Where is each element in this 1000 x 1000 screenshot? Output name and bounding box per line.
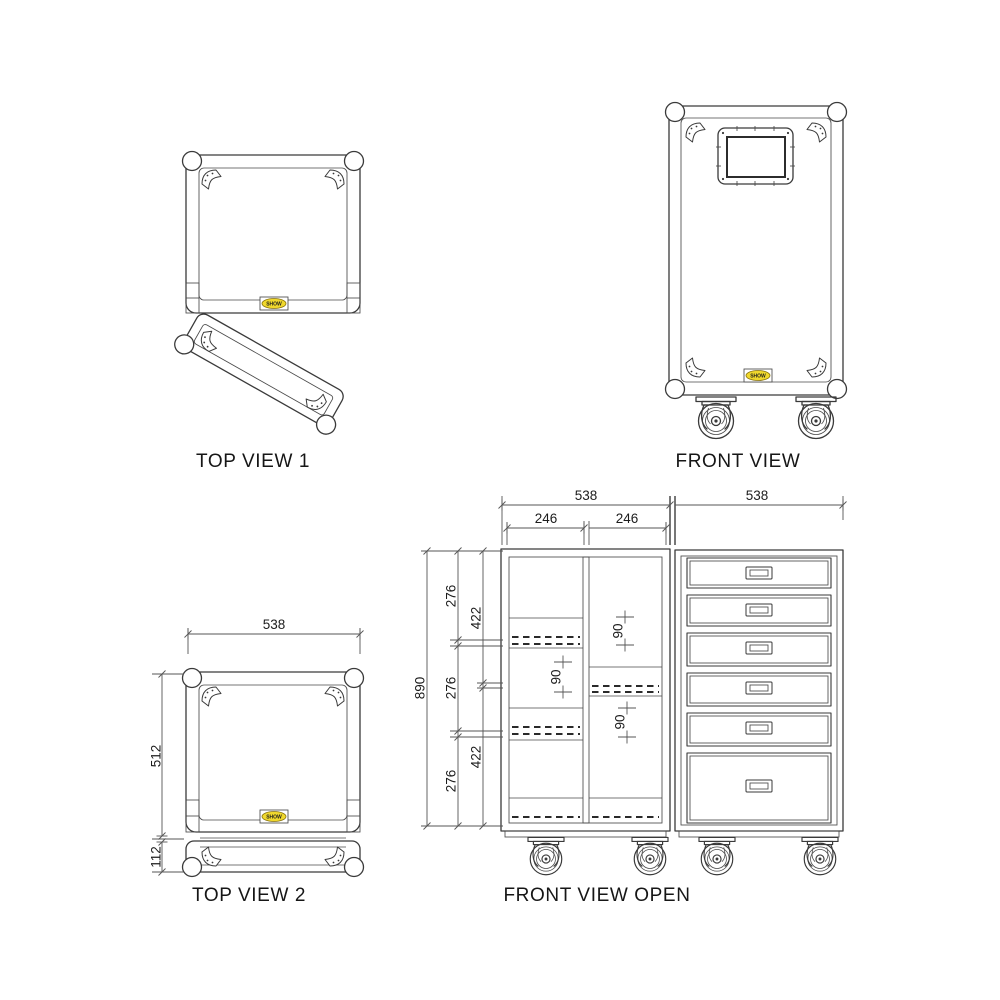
dim-538-left: 538 [575,488,598,503]
drawer-handle [745,721,773,735]
caster-wheel [698,836,736,876]
drawer-handle [745,779,773,793]
dim-276-top: 276 [444,585,459,608]
base-strip [504,830,667,838]
top-view-2: 538 [149,617,365,906]
caster-wheel [695,396,737,440]
ball-corner [343,667,365,689]
view-label-front-view: FRONT VIEW [676,451,801,472]
base-strip [678,830,840,838]
center-divider [582,556,590,824]
drawer [686,752,832,824]
drawer-handle [745,641,773,655]
view-label-front-view-open: FRONT VIEW OPEN [503,885,690,906]
corner-brace [201,169,222,190]
corner-brace [201,846,222,867]
view-label-top-view-1: TOP VIEW 1 [196,451,310,472]
corner-brace [201,686,222,707]
drawer [686,557,832,589]
view-label-top-view-2: TOP VIEW 2 [192,885,306,906]
ball-corner [181,667,203,689]
caster-wheel [527,836,565,876]
case-shell-outline [185,671,361,833]
corner-brace [324,169,345,190]
dim-90: 90 [549,669,564,684]
left-column-shelves [509,617,583,819]
dim-slot-right-bottom: 90 [613,701,637,744]
caster-wheel [801,836,839,876]
ball-corner [826,101,848,123]
ball-corner [343,150,365,172]
drawer [686,632,832,667]
dim-246-left: 246 [535,511,558,526]
brand-logo [259,809,289,824]
dim-depth-and-lid: 512 112 [149,670,184,876]
dim-422-bottom: 422 [469,746,484,769]
caster-wheel [795,396,837,440]
corner-brace [685,357,706,378]
drawer-handle [745,681,773,695]
dim-slot-left: 90 [549,655,573,699]
dim-slot-right-top: 90 [611,610,635,652]
dim-538-right: 538 [746,488,769,503]
corner-brace [806,357,827,378]
drawer [686,594,832,627]
case-lid-closed [181,840,365,878]
drawer [686,672,832,707]
top-view-1: TOP VIEW 1 [170,150,365,472]
recessed-dish [716,126,795,186]
dim-538-topview2: 538 [263,617,286,632]
drawer [686,712,832,747]
front-view-open: 90 90 90 [413,488,847,906]
dim-90: 90 [613,714,628,729]
ball-corner [312,411,340,439]
dim-276-mid: 276 [444,677,459,700]
corner-brace [324,846,345,867]
ball-corner [664,378,686,400]
ball-corner [181,856,203,878]
drawer-handle [745,566,773,580]
ball-corner [343,856,365,878]
corner-brace [324,686,345,707]
ball-corner [826,378,848,400]
case-shell-outline [668,105,844,396]
brand-logo [743,368,773,383]
case-lid-open [170,313,344,439]
dim-90: 90 [611,623,626,638]
ball-corner [664,101,686,123]
dim-246-right: 246 [616,511,639,526]
corner-brace [685,122,706,143]
dim-512: 512 [149,745,164,768]
dish-screw-marks [716,126,795,186]
dim-890: 890 [413,677,428,700]
open-case: 90 90 90 [500,548,671,838]
dim-width: 538 [184,617,364,654]
front-view: FRONT VIEW [664,101,848,472]
caster-wheel [631,836,669,876]
dim-left-heights: 890 276 276 276 422 422 [413,547,503,830]
dim-422-top: 422 [469,607,484,630]
dim-top-widths: 538 538 246 246 [498,488,847,545]
dim-276-bottom: 276 [444,770,459,793]
brand-logo [259,296,289,311]
drawer-handle [745,603,773,617]
right-column-shelves [589,666,662,819]
drawer-case [674,549,844,838]
dim-112: 112 [149,846,164,868]
ball-corner [181,150,203,172]
corner-brace [806,122,827,143]
